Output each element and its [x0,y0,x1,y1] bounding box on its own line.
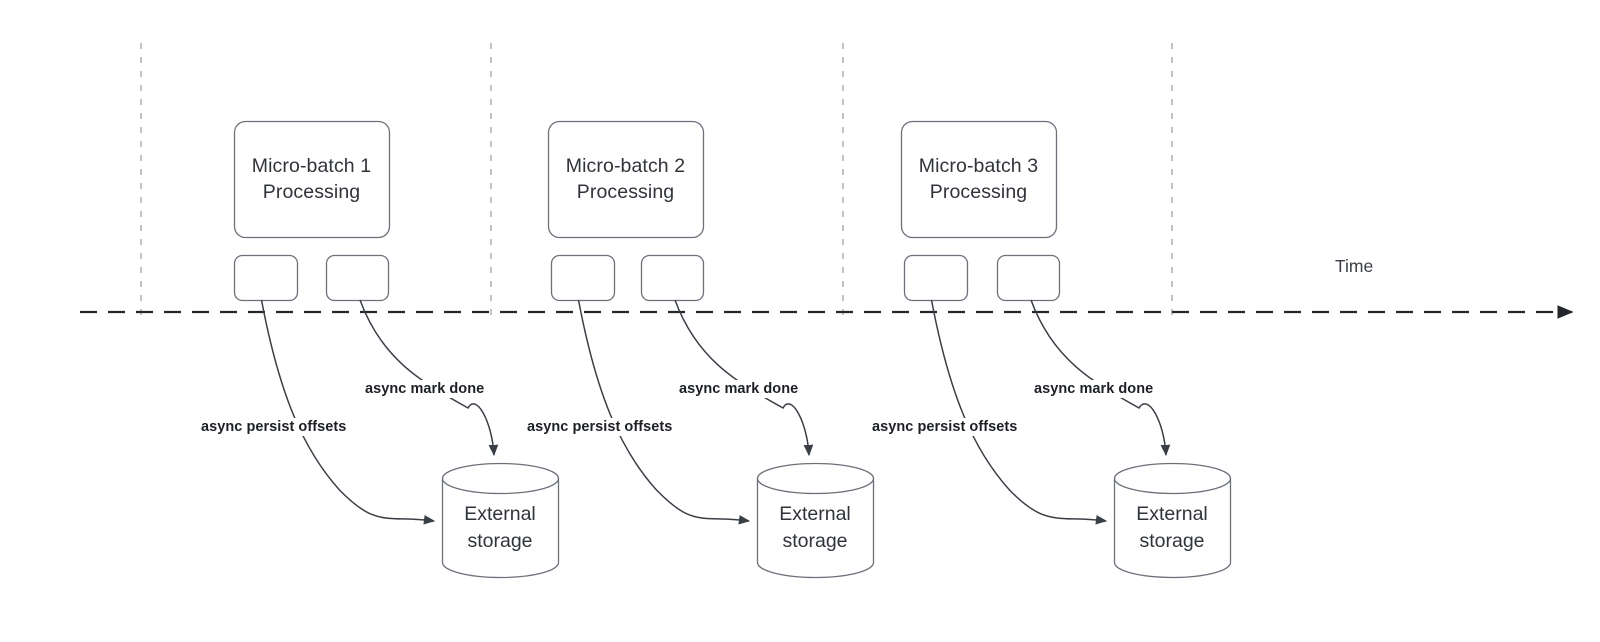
timeline-axis-label: Time [1335,256,1374,276]
group-3-batch-box[interactable] [900,120,1058,239]
group-2-async-persist-offsets-label: async persist offsets [524,418,676,436]
group-3-async-mark-done-label: async mark done [1031,380,1157,398]
group-1-async-mark-done-arrow [359,299,499,457]
group-1-async-persist-offsets-arrow [260,299,436,525]
group-1-external-storage[interactable] [441,462,560,579]
group-2-external-storage[interactable] [756,462,875,579]
edge-curves [260,299,1171,525]
group-1-async-persist-offsets-label: async persist offsets [198,418,350,436]
group-3-persist-offsets-task[interactable] [903,254,969,302]
group-1-persist-offsets-task[interactable] [233,254,299,302]
group-2-persist-offsets-task[interactable] [550,254,616,302]
group-2-async-mark-done-label: async mark done [676,380,802,398]
group-1-batch-box[interactable] [233,120,391,239]
group-1-mark-done-task[interactable] [325,254,390,302]
group-2-batch-box[interactable] [547,120,705,239]
group-1-async-mark-done-label: async mark done [362,380,488,398]
group-3-mark-done-task[interactable] [996,254,1061,302]
group-3-async-mark-done-arrow [1030,299,1171,457]
group-3-external-storage[interactable] [1113,462,1232,579]
group-2-async-mark-done-arrow [674,299,814,457]
timeline-tick-lines [140,43,1173,320]
group-3-async-persist-offsets-arrow [930,299,1108,525]
group-shapes [233,120,1232,579]
group-2-async-persist-offsets-arrow [577,299,751,525]
group-2-mark-done-task[interactable] [640,254,705,302]
group-3-async-persist-offsets-label: async persist offsets [869,418,1021,436]
